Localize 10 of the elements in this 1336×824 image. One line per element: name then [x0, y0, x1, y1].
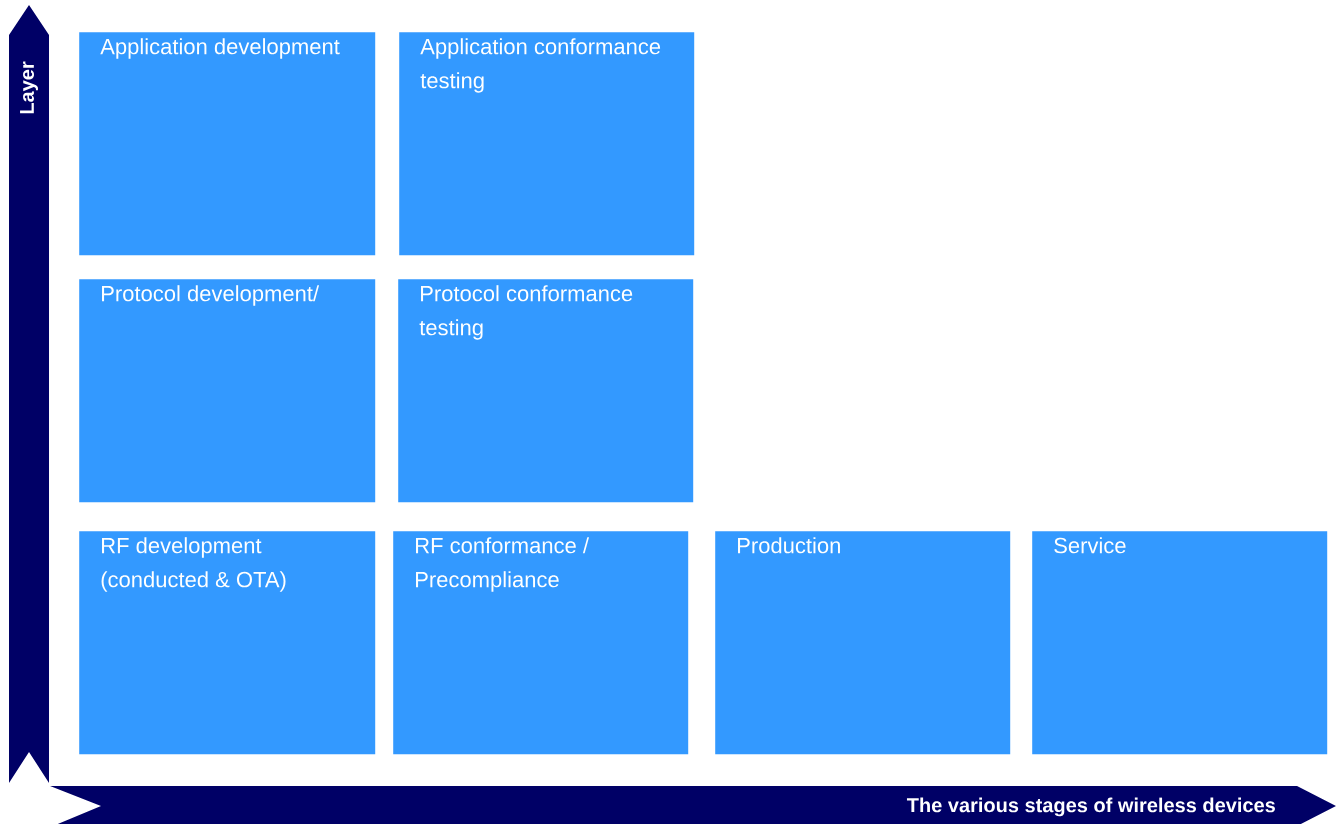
stage-box: RF development (conducted & OTA): [79, 531, 376, 755]
stage-box: Protocol conformance testing: [398, 279, 694, 503]
stage-box: Application development: [79, 32, 376, 256]
axis-label: Layer: [20, 61, 38, 114]
axis-label: The various stages of wireless devices: [906, 797, 1275, 817]
stage-box: RF conformance / Precompliance: [393, 531, 689, 755]
stage-box: Service: [1032, 531, 1328, 755]
stage-box: Protocol development/: [79, 279, 376, 503]
stage-box: Production: [715, 531, 1011, 755]
stage-box: Application conformance testing: [399, 32, 695, 256]
